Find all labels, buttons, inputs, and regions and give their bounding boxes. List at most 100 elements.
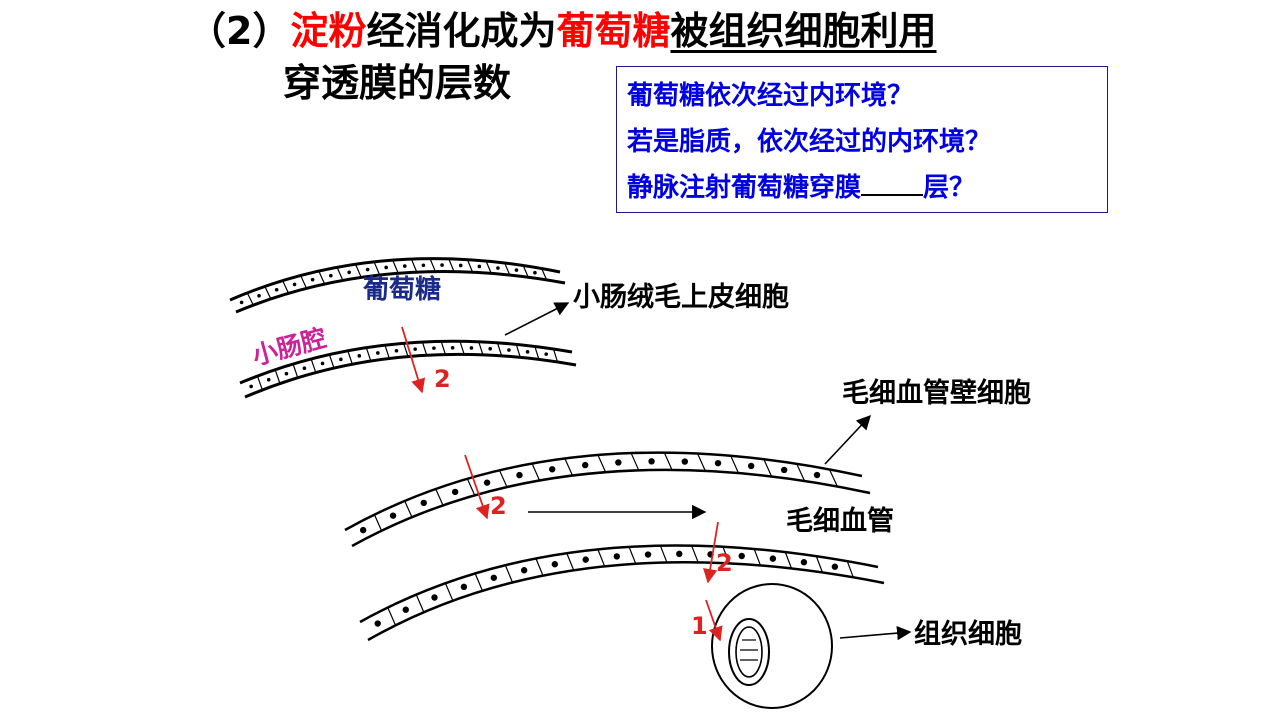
cell-nucleus	[365, 267, 370, 272]
cell-divider	[421, 341, 428, 356]
question-3-text: 静脉注射葡萄糖穿膜	[627, 173, 862, 203]
cell-divider	[531, 463, 541, 481]
cell-divider	[541, 268, 548, 281]
cell-nucleus	[357, 354, 362, 358]
cell-nucleus	[813, 471, 821, 479]
transport-arrow-tissue	[705, 599, 723, 642]
cell-nucleus	[450, 345, 455, 350]
tissue-cell-pointer	[839, 625, 912, 641]
cell-divider	[722, 546, 730, 564]
question-2: 若是脂质，依次经过的内环境？	[627, 127, 992, 157]
cell-divider	[328, 354, 335, 369]
cell-nucleus	[613, 553, 621, 560]
cell-divider	[354, 263, 362, 278]
cell-divider	[828, 469, 838, 487]
cell-divider	[522, 265, 529, 278]
cell-divider	[564, 458, 574, 476]
cell-nucleus	[329, 273, 333, 278]
cell-nucleus	[648, 458, 655, 465]
cell-nucleus	[384, 265, 388, 270]
cell-nucleus	[520, 567, 528, 574]
answer-blank	[861, 168, 924, 196]
cell-nucleus	[292, 282, 297, 287]
cell-nucleus	[780, 466, 788, 474]
cell-nucleus	[310, 277, 315, 282]
cell-nucleus	[402, 606, 409, 613]
question-3: 静脉注射葡萄糖穿膜 层？	[627, 165, 1107, 211]
question-3-suffix: 层？	[923, 173, 976, 203]
transport-arrow-capillary-in	[464, 454, 490, 520]
cell-divider	[534, 346, 540, 360]
cell-divider	[300, 275, 308, 289]
cell-divider	[730, 455, 740, 474]
cell-nucleus	[458, 263, 463, 268]
title-starch: 淀粉	[290, 9, 367, 53]
cell-divider	[384, 344, 390, 359]
lumen-label: 小肠腔	[249, 323, 329, 370]
cell-divider	[515, 344, 521, 358]
cell-divider	[365, 347, 372, 362]
cell-divider	[404, 500, 413, 518]
cell-divider	[440, 341, 447, 355]
cell-nucleus	[676, 550, 683, 558]
cell-nucleus	[431, 594, 438, 601]
cell-nucleus	[249, 384, 253, 389]
villus-cell-label: 小肠绒毛上皮细胞	[573, 281, 789, 313]
cell-nucleus	[421, 263, 426, 268]
cell-nucleus	[769, 555, 777, 562]
cell-nucleus	[681, 458, 689, 465]
capillary-upper-wall	[344, 451, 871, 548]
cell-nucleus	[477, 264, 482, 269]
cell-divider	[498, 470, 508, 488]
cell-nucleus	[347, 270, 351, 275]
cell-divider	[504, 564, 514, 583]
cell-divider	[292, 363, 299, 378]
cell-divider	[478, 341, 484, 355]
cell-nucleus	[402, 264, 407, 268]
nucleus-inner	[735, 626, 763, 678]
cell-nucleus	[257, 293, 261, 298]
nucleus-outer	[728, 618, 770, 686]
cell-divider	[815, 556, 824, 573]
cell-nucleus	[516, 471, 523, 479]
cell-nucleus	[581, 461, 589, 469]
cell-divider	[466, 259, 474, 273]
cell-nucleus	[239, 300, 244, 305]
cell-divider	[403, 343, 409, 357]
layer-count-capillary-in: 2	[490, 492, 507, 520]
page-subtitle: 穿透膜的层数	[283, 61, 512, 105]
cell-nucleus	[496, 266, 500, 270]
cell-nucleus	[413, 347, 417, 351]
cell-divider	[659, 545, 668, 563]
cell-nucleus	[615, 459, 622, 466]
cell-divider	[373, 514, 383, 531]
layer-count-capillary-out: 2	[716, 549, 733, 577]
title-middle: 经消化成为	[366, 9, 557, 53]
cell-nucleus	[514, 268, 519, 272]
question-1: 葡萄糖依次经过内环境？	[627, 81, 914, 111]
cell-nucleus	[284, 371, 289, 376]
cell-divider	[846, 560, 854, 578]
glucose-label: 葡萄糖	[363, 274, 441, 305]
cell-divider	[373, 261, 381, 276]
cell-nucleus	[320, 361, 325, 366]
cell-divider	[448, 258, 455, 272]
cell-nucleus	[394, 348, 399, 353]
cell-divider	[246, 292, 254, 306]
tissue-cell	[711, 583, 833, 709]
cell-divider	[552, 348, 559, 363]
cell-nucleus	[389, 512, 397, 519]
cell-nucleus	[644, 551, 652, 558]
cell-divider	[597, 454, 607, 473]
cell-nucleus	[525, 350, 530, 354]
cell-divider	[466, 478, 476, 496]
cell-nucleus	[714, 459, 722, 467]
cell-divider	[444, 583, 454, 601]
cell-divider	[474, 573, 483, 592]
cell-divider	[663, 452, 673, 471]
cell-nucleus	[490, 574, 498, 581]
cell-nucleus	[549, 466, 556, 473]
cell-divider	[697, 453, 706, 472]
cell-divider	[336, 267, 344, 281]
